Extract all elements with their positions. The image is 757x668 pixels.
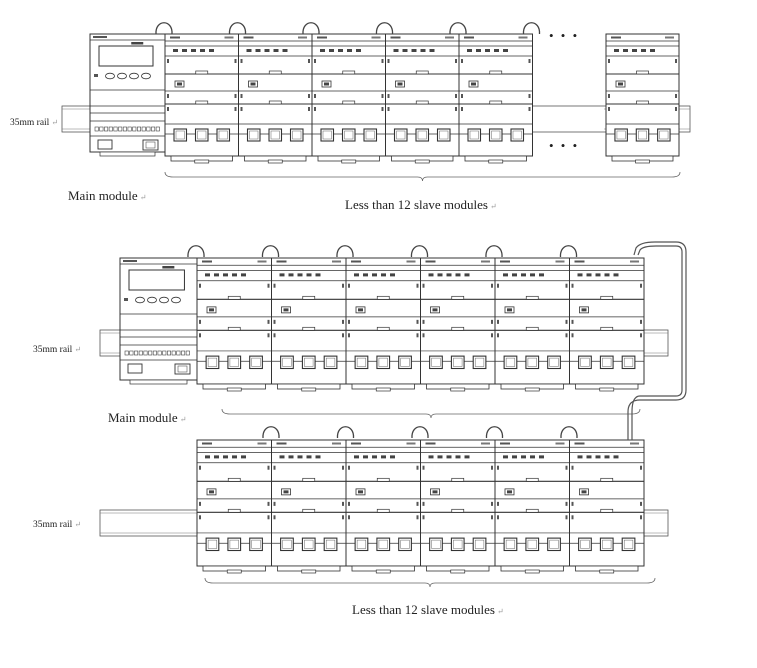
main-module-1 — [89, 33, 166, 157]
main-module-2 — [119, 257, 198, 385]
slave-module — [271, 439, 347, 574]
rail-label-2: 35mm rail↵ — [33, 345, 82, 355]
cable-loops-1 — [155, 22, 541, 35]
slave-module — [311, 33, 386, 164]
slave-modules-label-1: Less than 12 slave modules↵ — [345, 197, 497, 212]
slave-modules-label-2: Less than 12 slave modules↵ — [352, 602, 504, 617]
modules — [89, 33, 680, 574]
main-module-label-1: Main module↵ — [68, 188, 147, 203]
slave-module — [196, 439, 272, 574]
grouping-braces — [164, 171, 681, 588]
slave-module — [271, 257, 347, 392]
lcd-display — [128, 269, 185, 291]
slave-module — [385, 33, 460, 164]
ellipsis-bottom: • • • — [549, 138, 580, 153]
slave-module — [569, 257, 645, 392]
slave-module — [420, 439, 496, 574]
ellipsis-top: • • • — [549, 28, 580, 43]
slave-module — [494, 257, 570, 392]
slave-module — [164, 33, 239, 164]
slave-module — [196, 257, 272, 392]
connection-cables — [155, 22, 687, 440]
slave-module — [345, 439, 421, 574]
slave-module — [605, 33, 680, 164]
slave-module — [238, 33, 313, 164]
rail-label-3: 35mm rail↵ — [33, 520, 82, 530]
slave-module — [345, 257, 421, 392]
slave-module — [458, 33, 533, 164]
cable-loops-3 — [262, 426, 578, 439]
slave-group-brace-2 — [221, 408, 641, 419]
slave-group-brace-1 — [164, 171, 681, 182]
inter-row-cable — [627, 241, 687, 440]
slave-module — [420, 257, 496, 392]
slave-group-brace-3 — [204, 577, 656, 588]
rail-label-1: 35mm rail↵ — [10, 118, 59, 128]
slave-module — [569, 439, 645, 574]
slave-module — [494, 439, 570, 574]
main-module-label-2: Main module↵ — [108, 410, 187, 425]
cable-loops-2 — [187, 245, 578, 258]
lcd-display — [98, 45, 154, 67]
